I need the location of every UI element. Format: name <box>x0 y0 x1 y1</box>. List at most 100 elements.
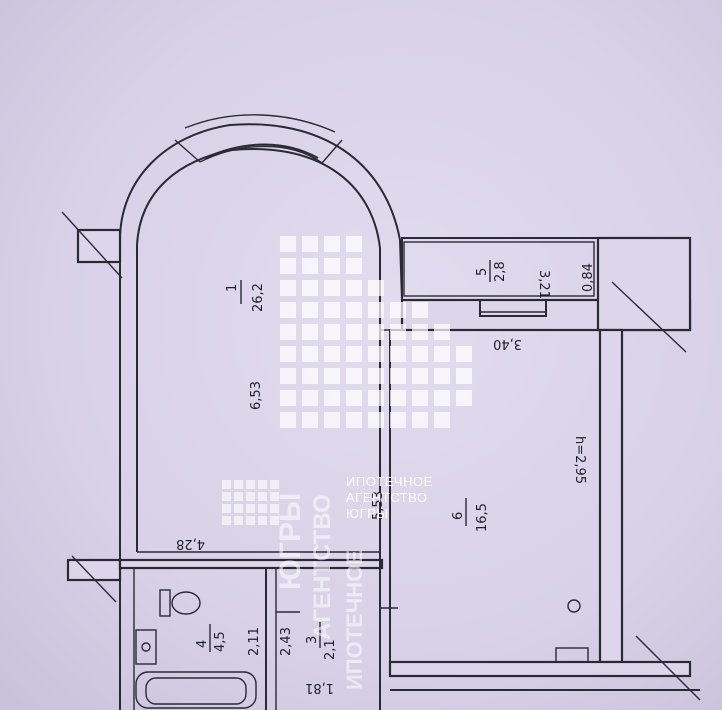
lower-left-wall <box>66 558 122 582</box>
bottom-right-wall <box>388 660 692 678</box>
watermark-vertical-small: ИПОТЕЧНОЕ <box>342 550 367 690</box>
watermark-logo-cell <box>270 516 279 525</box>
watermark-logo-cell <box>324 258 340 274</box>
watermark-line-2: АГЕНТСТВО <box>346 490 427 505</box>
watermark-logo-cell <box>368 302 384 318</box>
watermark-logo-cell <box>280 302 296 318</box>
watermark-logo-cell <box>280 346 296 362</box>
watermark-logo-cell <box>434 368 450 384</box>
arch-window-frame <box>204 143 319 159</box>
room-1-inner-wall <box>136 148 381 552</box>
watermark-logo-cell <box>222 504 231 513</box>
watermark-logo-cell <box>222 480 231 489</box>
watermark-logo-cell <box>280 324 296 340</box>
watermark-logo-cell <box>346 346 362 362</box>
watermark-logo-cell <box>234 480 243 489</box>
dim-5-53: 5,53 <box>371 491 386 520</box>
watermark-line-3: ЮГРЫ <box>346 506 388 521</box>
watermark-logo-cell <box>280 280 296 296</box>
watermark-logo-cell <box>302 258 318 274</box>
watermark-logo-cell <box>302 412 318 428</box>
watermark-logo-cell <box>368 390 384 406</box>
room-5-number: 5 <box>475 268 490 276</box>
watermark-logo-cell <box>412 324 428 340</box>
watermark-logo-cell <box>302 302 318 318</box>
room-4-number: 4 <box>195 640 210 648</box>
watermark-logo-cell <box>368 368 384 384</box>
bathtub-inner-icon <box>145 677 247 705</box>
watermark-logo-cell <box>390 368 406 384</box>
watermark-logo-cell <box>270 504 279 513</box>
watermark-logo-cell <box>234 516 243 525</box>
cut-mark-right <box>611 281 687 353</box>
watermark-logo-cell <box>246 480 255 489</box>
room-6-fixture <box>555 647 589 663</box>
watermark-logo-cell <box>412 412 428 428</box>
room-4-top-wall <box>118 558 384 570</box>
watermark-logo-cell <box>324 346 340 362</box>
sink-drain-icon <box>141 642 151 652</box>
watermark-logo-cell <box>234 504 243 513</box>
sink-icon <box>135 629 157 665</box>
room-3-area: 2,1 <box>323 639 338 660</box>
room-6-number: 6 <box>451 512 466 520</box>
watermark-logo-cell <box>412 346 428 362</box>
watermark-logo-cell <box>280 390 296 406</box>
watermark-logo-cell <box>412 302 428 318</box>
watermark-logo-cell <box>390 324 406 340</box>
dim-3-40: 3,40 <box>493 336 522 351</box>
watermark-logo-grid <box>222 236 472 525</box>
cut-mark-bottom-left <box>71 555 117 603</box>
watermark-logo-cell <box>456 390 472 406</box>
watermark-logo-cell <box>412 390 428 406</box>
watermark-logo-cell <box>368 280 384 296</box>
room-3-number: 3 <box>305 636 320 644</box>
toilet-icon <box>171 591 201 615</box>
watermark-logo-cell <box>258 516 267 525</box>
watermark-logo-cell <box>302 368 318 384</box>
watermark-logo-cell <box>456 346 472 362</box>
arch-window-frame-outer <box>184 114 336 133</box>
watermark-logo-cell <box>270 480 279 489</box>
watermark-logo-cell <box>324 412 340 428</box>
watermark-logo-cell <box>222 516 231 525</box>
bathtub-icon <box>135 671 257 709</box>
dim-6-53: 6,53 <box>249 381 264 410</box>
watermark-logo-cell <box>434 390 450 406</box>
watermark-logo-cell <box>346 236 362 252</box>
room-4-area: 4,5 <box>213 631 228 652</box>
watermark-logo-cell <box>390 302 406 318</box>
dim-4-28: 4,28 <box>176 536 205 551</box>
toilet-tank-icon <box>159 589 171 617</box>
room-1-number: 1 <box>225 284 240 292</box>
watermark-vertical-big: ЮГРЫ <box>274 493 307 590</box>
room-6-fixture-dot <box>567 599 581 613</box>
watermark-logo-cell <box>390 390 406 406</box>
watermark-logo-cell <box>324 368 340 384</box>
watermark-logo-cell <box>324 236 340 252</box>
watermark-logo-cell <box>390 346 406 362</box>
watermark-vertical-mid: АГЕНТСТВО <box>309 494 336 640</box>
left-wall-stub-top <box>76 228 122 264</box>
watermark-logo-cell <box>346 258 362 274</box>
door-opening <box>479 299 547 317</box>
watermark-logo-cell <box>346 324 362 340</box>
watermark-logo-cell <box>302 390 318 406</box>
watermark-logo-cell <box>246 516 255 525</box>
watermark-logo-cell <box>456 368 472 384</box>
room-5-inner <box>403 241 595 297</box>
watermark-logo-cell <box>368 324 384 340</box>
room-5-area: 2,8 <box>493 261 508 282</box>
watermark-logo-cell <box>434 346 450 362</box>
watermark-logo-cell <box>346 302 362 318</box>
dim-2-11: 2,11 <box>247 627 262 656</box>
dim-3-21: 3,21 <box>536 270 551 299</box>
watermark-logo-cell <box>368 412 384 428</box>
watermark-logo-cell <box>346 412 362 428</box>
watermark-logo-cell <box>280 236 296 252</box>
watermark-logo-cell <box>434 412 450 428</box>
watermark-logo-cell <box>302 280 318 296</box>
watermark-logo-cell <box>324 390 340 406</box>
watermark-logo-cell <box>280 412 296 428</box>
room-6-right-wall <box>598 328 624 664</box>
